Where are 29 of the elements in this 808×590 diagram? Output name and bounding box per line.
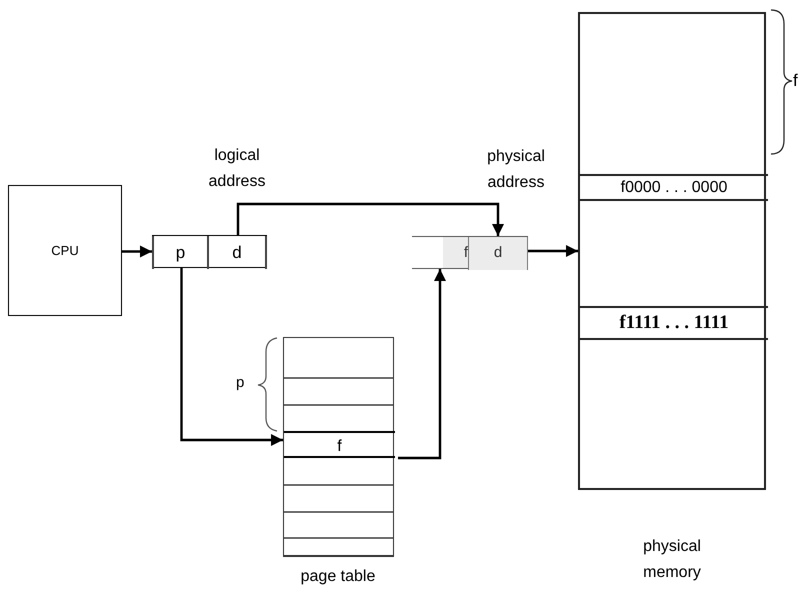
cell-text: CPU (51, 242, 79, 260)
register-cell (468, 237, 528, 270)
address-register (152, 235, 267, 268)
frame-row (580, 174, 768, 201)
cell-text: f1111 . . . 1111 (619, 310, 729, 335)
node-label: logical address (208, 146, 266, 192)
arrow (180, 268, 283, 446)
node-label: physical address (486, 147, 546, 193)
cell-text: f (337, 438, 342, 456)
brace-label: f (793, 70, 798, 92)
address-register (412, 236, 528, 269)
node-label: page table (300, 567, 376, 587)
register-cell (152, 236, 209, 269)
cell-text: p (176, 242, 186, 264)
arrow (398, 269, 446, 460)
brace-label: p (236, 373, 244, 393)
node-label: physical memory (642, 537, 702, 583)
cell-text: f (464, 243, 468, 264)
page-table (283, 337, 394, 557)
cell-text: f0000 . . . 0000 (620, 178, 728, 198)
table-row (284, 431, 395, 458)
arrow (528, 245, 578, 257)
cell-text: d (494, 243, 502, 264)
cell-text: d (232, 242, 242, 264)
memory-block (578, 12, 766, 490)
arrow (122, 246, 152, 258)
arrow (236, 202, 504, 236)
cpu-box (8, 185, 122, 316)
frame-row (580, 306, 768, 340)
